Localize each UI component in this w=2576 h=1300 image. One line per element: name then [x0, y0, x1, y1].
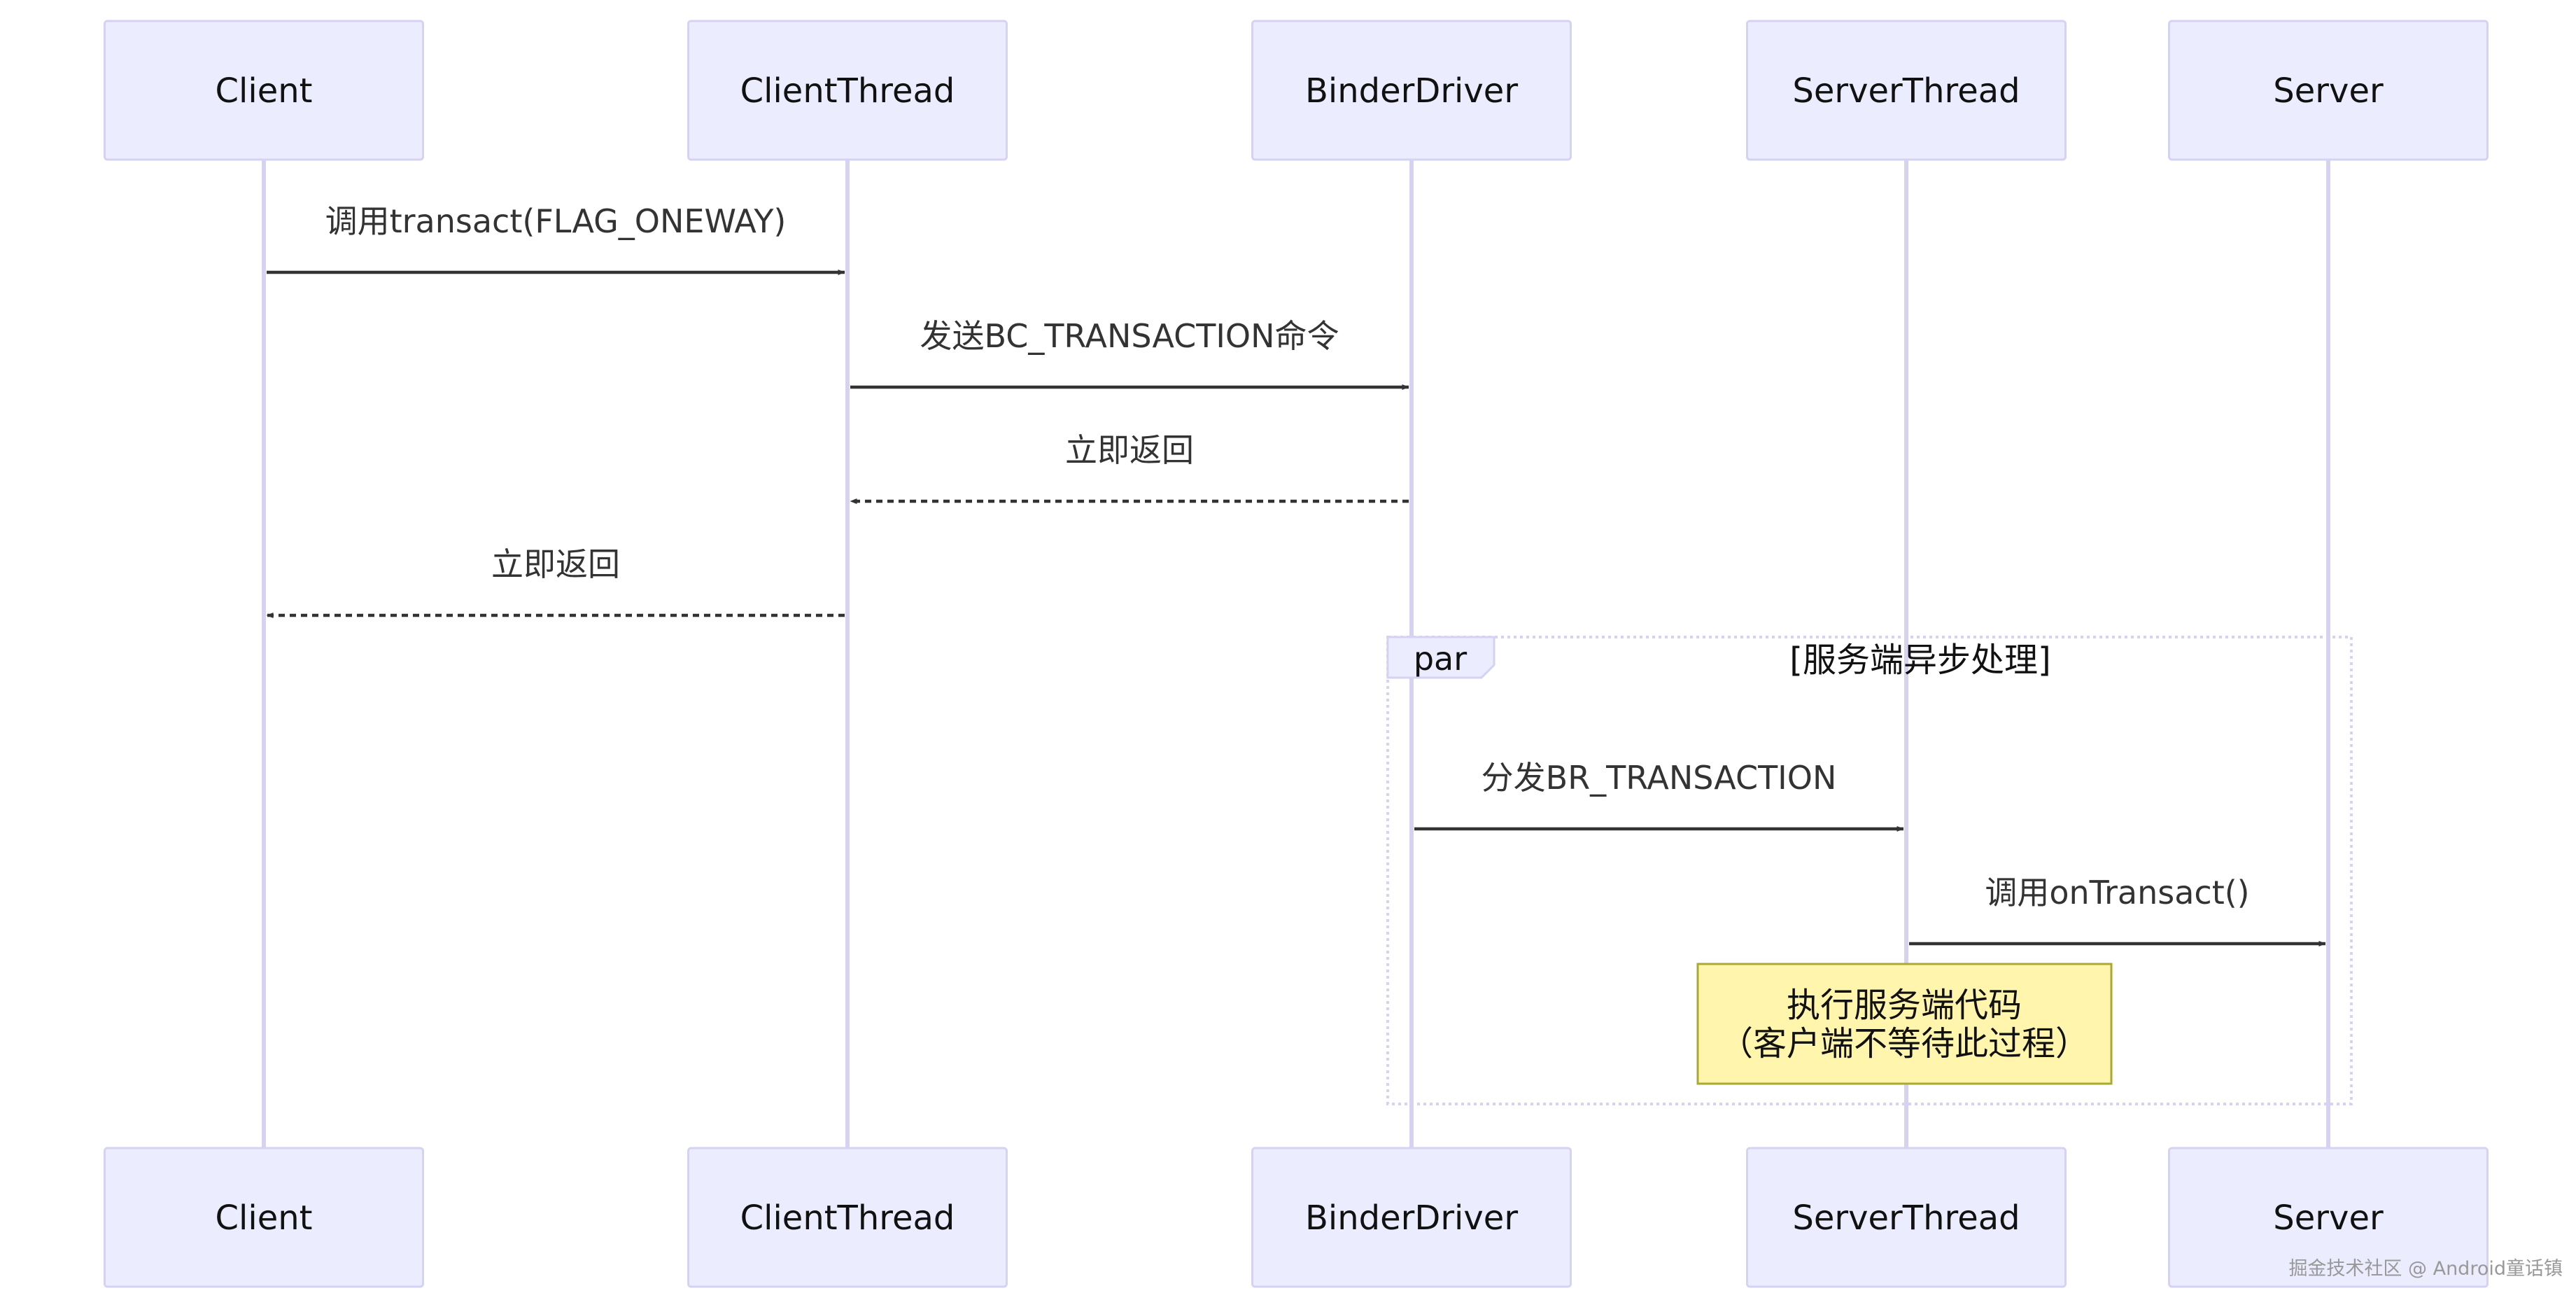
participant-client-thread-bottom-box [687, 1147, 1008, 1288]
participants-bottom: Client ClientThread BinderDriver ServerThre… [104, 1147, 2489, 1288]
participant-client-bottom-box [104, 1147, 424, 1288]
participant-client-thread-top-label: ClientThread [740, 71, 955, 111]
message-label-2: 发送BC_TRANSACTION命令 [920, 317, 1339, 355]
watermark: 掘金技术社区 @ Android童话镇 [2288, 1258, 2563, 1280]
note-box [1696, 963, 2113, 1085]
participant-server-top-box [2168, 20, 2489, 161]
participant-server-thread-top-box [1746, 20, 2067, 161]
par-frame-keyword: par [1414, 640, 1467, 678]
note: 执行服务端代码 （客户端不等待此过程） [1696, 963, 2113, 1085]
par-frame-condition: [服务端异步处理] [1789, 641, 2050, 680]
message-label-3: 立即返回 [1065, 431, 1194, 469]
participant-server-bottom-box [2168, 1147, 2489, 1288]
participants-top: Client ClientThread BinderDriver ServerThre… [104, 20, 2489, 161]
participant-server-thread-bottom-label: ServerThread [1792, 1198, 2020, 1238]
participant-client-bottom-label: Client [216, 1198, 313, 1238]
participant-client-thread-top-box [687, 20, 1008, 161]
par-frame-border [1386, 636, 2353, 1105]
participant-server-thread-bottom-box [1746, 1147, 2067, 1288]
par-frame-tab [1386, 636, 1495, 679]
participant-server-thread-top-label: ServerThread [1792, 71, 2020, 111]
message-label-1: 调用transact(FLAG_ONEWAY) [325, 202, 787, 240]
participant-binder-driver-bottom-box [1251, 1147, 1572, 1288]
message-label-4: 立即返回 [491, 545, 620, 583]
messages: 调用transact(FLAG_ONEWAY) 发送BC_TRANSACTION命… [266, 202, 2326, 946]
participant-client-top-box [104, 20, 424, 161]
note-line-1: 执行服务端代码 [1787, 986, 2022, 1025]
participant-server-bottom-label: Server [2273, 1198, 2384, 1238]
message-label-5: 分发BR_TRANSACTION [1481, 759, 1837, 797]
participant-binder-driver-bottom-label: BinderDriver [1305, 1198, 1518, 1238]
participant-server-top-label: Server [2273, 71, 2384, 111]
par-frame: par [服务端异步处理] [1386, 636, 2353, 1105]
participant-client-top-label: Client [216, 71, 313, 111]
participant-client-thread-bottom-label: ClientThread [740, 1198, 955, 1238]
note-line-2: （客户端不等待此过程） [1719, 1024, 2089, 1063]
message-label-6: 调用onTransact() [1985, 874, 2249, 911]
participant-binder-driver-top-label: BinderDriver [1305, 71, 1518, 111]
participant-binder-driver-top-box [1251, 20, 1572, 161]
